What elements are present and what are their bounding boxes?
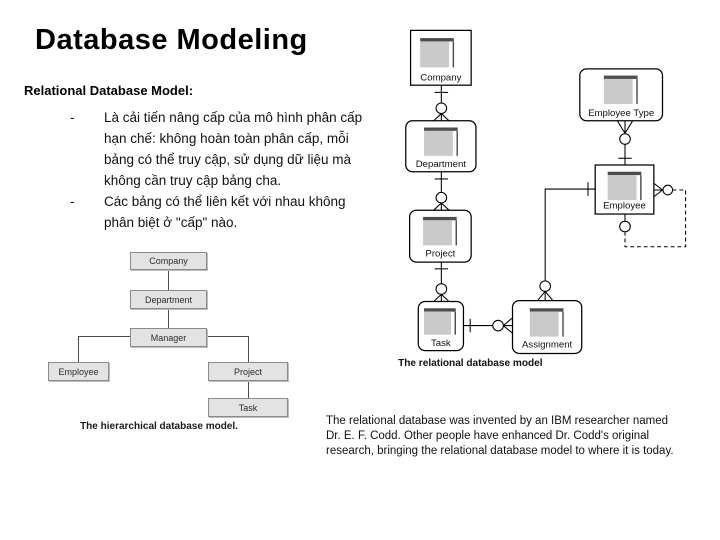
note-line: Dr. E. F. Codd. Other people have enhanc… (326, 430, 650, 442)
section-heading: Relational Database Model: (24, 83, 194, 98)
bullet-text-line: không cần truy cập bảng cha. (104, 173, 282, 188)
connector-line (168, 309, 169, 328)
connector-employee-assignment (537, 182, 596, 301)
hier-node-employee: Employee (48, 362, 109, 381)
bullet-text-line: phân biệt ở "cấp" nào. (104, 215, 238, 230)
table-icon (529, 308, 564, 337)
table-icon (424, 308, 457, 335)
node-label: Department (144, 294, 193, 305)
connector-line (168, 270, 169, 290)
crow-foot (433, 113, 450, 122)
connector-line (78, 336, 79, 362)
connector-department-project (433, 171, 450, 211)
entity-project: Project (408, 209, 472, 263)
node-label: Employee (58, 366, 99, 377)
entity-assignment: Assignment (511, 299, 583, 355)
entity-department: Department (405, 120, 477, 173)
crow-foot (616, 120, 634, 134)
hierarchical-diagram-caption: The hierarchical database model. (80, 421, 238, 432)
connector-line (248, 336, 249, 362)
relational-diagram: Company Department Project (398, 29, 687, 369)
bullet-text-line: bảng có thể truy cập, sử dụng dữ liệu mà (104, 152, 351, 167)
crow-foot (433, 202, 450, 211)
entity-label: Company (420, 72, 461, 83)
connector-line (544, 188, 596, 281)
connector-line (78, 336, 130, 337)
bullet-text-line: hạn chế: không hoàn toàn phân cấp, mỗi (104, 131, 349, 146)
zero-circle (435, 191, 448, 204)
entity-label: Department (416, 159, 467, 170)
connector-employeetype-employee (616, 120, 634, 165)
crow-foot (433, 293, 450, 302)
entity-label: Assignment (522, 340, 573, 351)
relational-diagram-caption: The relational database model (398, 358, 543, 369)
note-line: The relational database was invented by … (326, 415, 669, 427)
note-text: The relational database was invented by … (326, 414, 674, 459)
note-line: research, bringing the relational databa… (326, 445, 674, 457)
entity-task: Task (417, 300, 465, 352)
connector-task-assignment (463, 317, 513, 334)
node-label: Manager (150, 332, 187, 343)
connector-line (207, 336, 249, 337)
recursive-dashed-line (624, 189, 687, 248)
crow-foot (503, 317, 513, 334)
connector-line (248, 381, 249, 398)
bullet-text-line: Là cải tiến nâng cấp của mô hình phân cấ… (104, 110, 363, 125)
bullet-text-line: Các bảng có thể liên kết với nhau không (104, 194, 346, 209)
node-label: Company (149, 256, 188, 266)
node-label: Task (238, 402, 258, 413)
entity-label: Project (425, 248, 455, 259)
hier-node-project: Project (208, 362, 288, 381)
entity-company: Company (409, 29, 472, 86)
bullet-marker: - (70, 194, 75, 209)
table-icon (607, 171, 642, 201)
zero-circle (619, 220, 631, 233)
bullet-marker: - (70, 110, 75, 125)
zero-circle (435, 102, 448, 115)
entity-employee-type: Employee Type (579, 68, 664, 122)
slide-title: Database Modeling (35, 24, 308, 56)
crow-foot (537, 291, 554, 301)
zero-circle (539, 280, 552, 292)
crow-foot (653, 182, 663, 198)
bullet-list: Là cải tiến nâng cấp của mô hình phân cấ… (104, 107, 389, 233)
zero-circle (435, 283, 448, 295)
connector-company-department (433, 85, 450, 122)
connector-project-task (433, 262, 450, 302)
table-icon (424, 127, 458, 156)
hier-node-department: Department (130, 290, 207, 309)
entity-employee: Employee (594, 164, 655, 215)
hier-node-manager: Manager (130, 328, 207, 347)
connector-employee-recursive (619, 182, 687, 248)
hier-node-task: Task (208, 398, 288, 417)
zero-circle (492, 319, 504, 332)
table-icon (423, 216, 457, 246)
zero-circle (662, 184, 674, 196)
entity-label: Task (431, 338, 451, 349)
entity-label: Employee (603, 200, 646, 211)
entity-label: Employee Type (588, 108, 654, 119)
table-icon (420, 38, 455, 68)
node-label: Project (233, 366, 262, 377)
hier-node-company: Company (130, 252, 207, 270)
zero-circle (619, 133, 631, 145)
table-icon (603, 75, 638, 104)
